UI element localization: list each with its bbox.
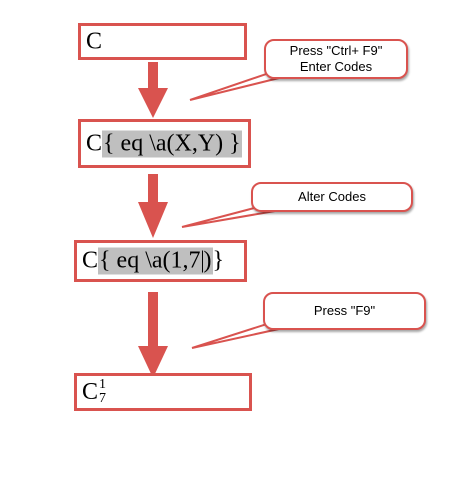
- step-4-subscript: 7: [99, 391, 107, 406]
- step-4-letter: C: [82, 378, 99, 405]
- step-3-field: C { eq \a(1,7) }: [82, 247, 225, 275]
- step-1-letter: C: [86, 28, 103, 54]
- step-3-field-code: { eq \a(1,7): [98, 247, 213, 275]
- step-4-field: C 1 7: [82, 378, 106, 406]
- step-3-close-brace: }: [212, 247, 225, 274]
- callout-1-line-2: Enter Codes: [299, 59, 373, 74]
- callout-ctrl-f9: Press "Ctrl+ F9" Enter Codes: [264, 39, 408, 79]
- step-2-field-code: { eq \a(X,Y) }: [102, 130, 242, 157]
- text-cursor: [201, 250, 203, 273]
- step-1-field: C: [86, 28, 102, 55]
- step-4-box: C 1 7: [74, 373, 252, 411]
- down-arrow-2: [138, 174, 168, 238]
- down-arrow-1: [138, 62, 168, 118]
- callout-2-line-1: Alter Codes: [298, 188, 366, 204]
- step-4-superscript: 1: [99, 377, 107, 392]
- callout-3-line-1: Press "F9": [313, 302, 376, 318]
- down-arrow-3: [138, 292, 168, 378]
- step-3-letter: C: [82, 247, 99, 274]
- step-1-box: C: [78, 23, 247, 60]
- callout-alter-codes: Alter Codes: [251, 182, 413, 212]
- step-4-stacked-indices: 1 7: [99, 378, 106, 406]
- step-2-letter: C: [86, 130, 103, 156]
- step-3-box: C { eq \a(1,7) }: [74, 240, 247, 282]
- callout-1-line-1: Press "Ctrl+ F9": [289, 42, 383, 58]
- step-2-box: C { eq \a(X,Y) }: [78, 119, 251, 168]
- step-2-field: C { eq \a(X,Y) }: [86, 130, 242, 157]
- callout-f9: Press "F9": [263, 292, 426, 330]
